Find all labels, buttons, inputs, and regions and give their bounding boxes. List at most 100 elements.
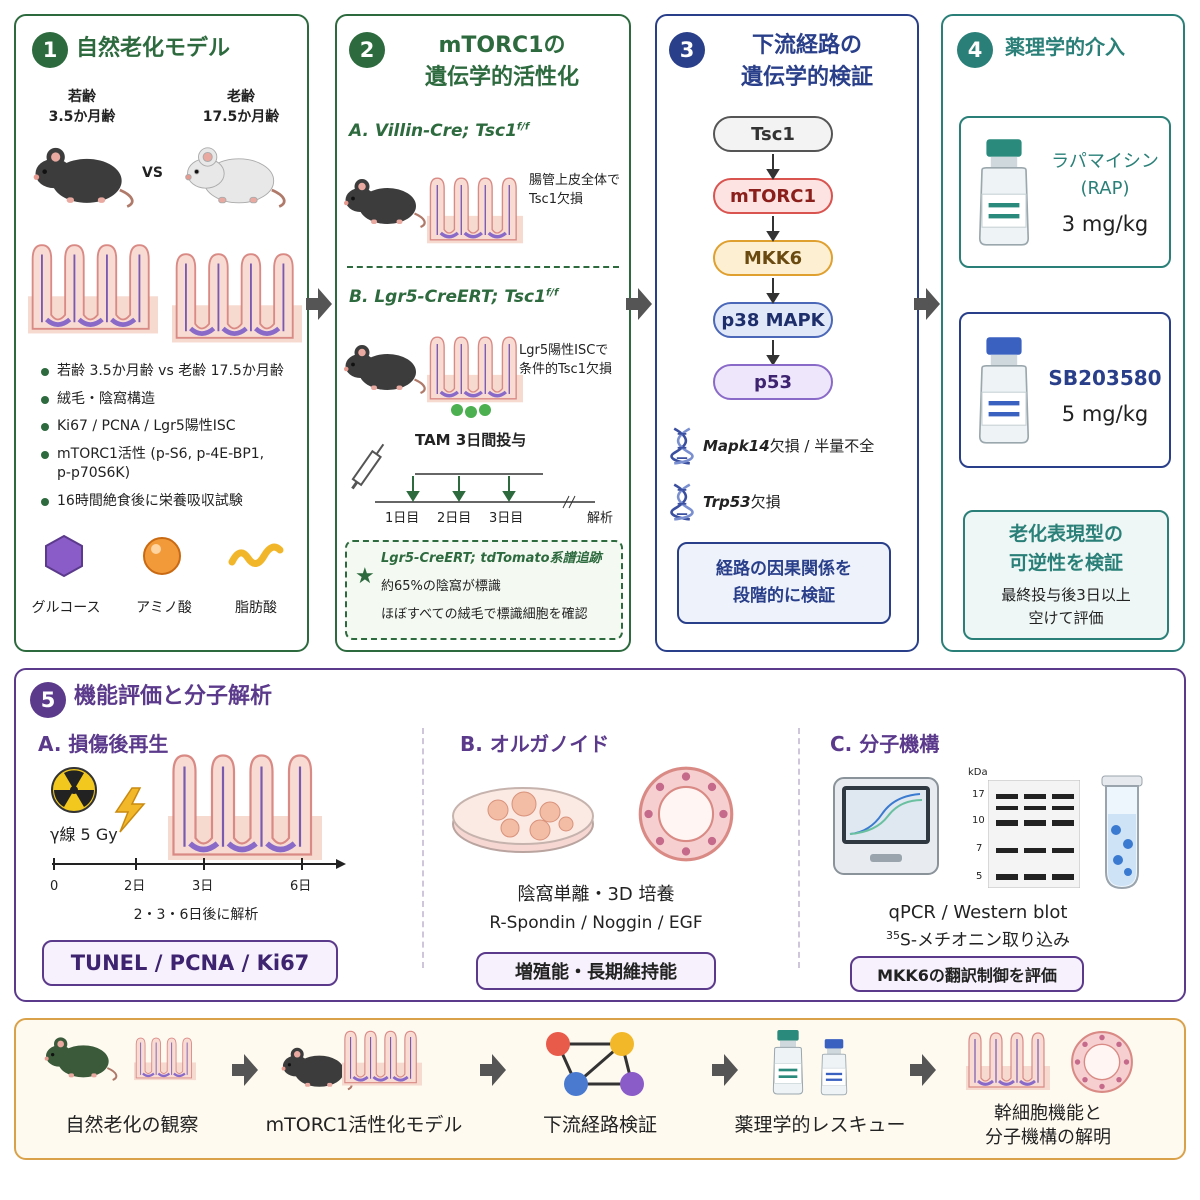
gamma-dose: γ線 5 Gy <box>50 825 118 844</box>
organoid-factors: R-Spondin / Noggin / EGF <box>489 913 703 933</box>
mouse-icon <box>341 334 431 398</box>
flow-arrow-icon <box>910 1054 936 1086</box>
time-axis <box>52 858 346 870</box>
day-label: 3日目 <box>489 511 524 526</box>
flow-arrow-icon <box>232 1054 258 1086</box>
network-icon <box>546 1032 644 1096</box>
list-item: mTORC1活性 (p-S6, p-4E-BP1, p-p70S6K) <box>41 445 284 484</box>
drug-name: SB203580 <box>1048 366 1162 390</box>
model-a-label: A. <box>349 121 369 141</box>
step-number-5: 5 <box>30 682 66 718</box>
assay-list: 若齢 3.5か月齢 vs 老齢 17.5か月齢 絨毛・陰窩構造 Ki67 / P… <box>41 362 284 520</box>
workflow-summary: 自然老化の観察 mTORC1活性化モデル 下流経路検証 薬理学的レスキュー 幹細… <box>14 1018 1186 1160</box>
glucose-icon <box>45 534 83 578</box>
test-tube-icon <box>1101 775 1143 890</box>
day-label: 2日目 <box>437 511 472 526</box>
genetic-test-2: Trp53欠損 <box>703 493 781 511</box>
vs-label: VS <box>142 165 163 181</box>
model-a-superscript: f/f <box>516 121 530 133</box>
western-blot-icon <box>988 780 1080 888</box>
villi-green-illustration <box>427 318 523 418</box>
flow-arrow-icon <box>712 1054 738 1086</box>
lineage-line: 約65%の陰窩が標識 <box>381 579 501 594</box>
panel-downstream-pathway: 3 下流経路の 遺伝学的検証 Tsc1 mTORC1 MKK6 p38 MAPK… <box>655 14 919 652</box>
model-a-description: 腸管上皮全体で Tsc1欠損 <box>529 173 621 207</box>
pathway-summary-box: 経路の因果関係を 段階的に検証 <box>677 542 891 624</box>
tam-label: TAM 3日間投与 <box>415 431 527 449</box>
section-b-title: B. オルガノイド <box>460 732 610 756</box>
old-villi-illustration <box>172 246 302 346</box>
flow-arrow-icon <box>626 288 652 320</box>
workflow-step: 下流経路検証 <box>542 1114 657 1136</box>
list-item: 16時間絶食後に栄養吸収試験 <box>41 492 284 512</box>
panel-pharmacological: 4 薬理学的介入 ラパマイシン (RAP) 3 mg/kg SB203580 5… <box>941 14 1185 652</box>
step-number-1: 1 <box>32 32 68 68</box>
mw-marker: 7 <box>976 843 983 854</box>
nutrient-label: アミノ酸 <box>136 600 192 616</box>
star-icon: ★ <box>355 564 375 589</box>
dna-icon <box>669 482 695 522</box>
reversibility-box: 老化表現型の 可逆性を検証 最終投与後3日以上 空けて評価 <box>963 510 1169 640</box>
time-tick: 0 <box>50 879 59 894</box>
divider <box>798 728 800 968</box>
step-number-3: 3 <box>669 32 705 68</box>
panel-title: mTORC1の 遺伝学的活性化 <box>424 33 579 90</box>
nutrient-label: 脂肪酸 <box>235 600 277 616</box>
workflow-step: 幹細胞機能と 分子機構の解明 <box>985 1103 1111 1149</box>
organoid-result-box: 増殖能・長期維持能 <box>476 952 716 990</box>
model-b-genotype: Lgr5-CreERT; Tsc1 <box>374 287 546 307</box>
organoid-icon <box>634 762 738 866</box>
flow-arrow-icon <box>914 288 940 320</box>
panel-title: 下流経路の 遺伝学的検証 <box>740 33 873 90</box>
fatty-acid-icon <box>228 543 284 567</box>
lineage-line: ほぼすべての絨毛で標識細胞を確認 <box>381 607 588 622</box>
young-mouse-icon <box>30 136 140 211</box>
mw-marker: 17 <box>972 789 985 800</box>
analysis-label: 解析 <box>587 511 614 526</box>
list-item: 絨毛・陰窩構造 <box>41 390 284 410</box>
reversibility-title: 老化表現型の 可逆性を検証 <box>1008 523 1123 575</box>
vial-icon <box>971 332 1037 448</box>
nutrient-label: グルコース <box>31 600 101 616</box>
mouse-icon <box>42 1028 122 1084</box>
model-a-heading: A. Villin-Cre; Tsc1f/f <box>349 120 529 144</box>
model-a-genotype: Villin-Cre; Tsc1 <box>374 121 517 141</box>
villi-blue-illustration <box>427 154 523 264</box>
model-b-heading: B. Lgr5-CreERT; Tsc1f/f <box>349 286 558 310</box>
organoid-icon <box>1068 1028 1136 1096</box>
sb203580-card: SB203580 5 mg/kg <box>959 312 1171 468</box>
lightning-icon <box>114 787 146 833</box>
vial-icon <box>971 134 1037 250</box>
section-a-title: A. 損傷後再生 <box>38 732 169 756</box>
time-tick: 2日 <box>124 879 146 894</box>
drug-name: ラパマイシン (RAP) <box>1051 151 1159 199</box>
node-mtorc1: mTORC1 <box>713 178 833 214</box>
marker-box: TUNEL / PCNA / Ki67 <box>42 940 338 986</box>
reversibility-desc: 最終投与後3日以上 空けて評価 <box>1001 586 1131 628</box>
step-number-4: 4 <box>957 32 993 68</box>
tam-timeline <box>351 443 595 509</box>
list-item: 若齢 3.5か月齢 vs 老齢 17.5か月齢 <box>41 362 284 382</box>
panel-mtorc1-activation: 2 mTORC1の 遺伝学的活性化 A. Villin-Cre; Tsc1f/f… <box>335 14 631 652</box>
model-b-label: B. <box>349 287 369 307</box>
qpcr-machine-icon <box>833 777 939 875</box>
divider <box>422 728 424 968</box>
divider <box>347 266 619 268</box>
damaged-villi-illustration <box>162 750 328 860</box>
time-tick: 6日 <box>290 879 312 894</box>
panel-title: 機能評価と分子解析 <box>74 684 273 709</box>
panel-title: 薬理学的介入 <box>1005 35 1125 59</box>
drug-dose: 3 mg/kg <box>1061 212 1149 236</box>
villi-icon <box>134 1028 196 1088</box>
model-b-description: Lgr5陽性ISCで 条件的Tsc1欠損 <box>519 343 612 377</box>
rapamycin-card: ラパマイシン (RAP) 3 mg/kg <box>959 116 1171 268</box>
time-tick: 3日 <box>192 879 214 894</box>
molecular-method: qPCR / Western blot <box>888 902 1068 923</box>
drug-dose: 5 mg/kg <box>1061 402 1149 426</box>
lineage-tracing-box: ★ Lgr5-CreERT; tdTomato系譜追跡 約65%の陰窩が標識 ほ… <box>345 540 623 640</box>
organoid-method: 陰窩単離・3D 培養 <box>517 884 675 905</box>
lineage-title: Lgr5-CreERT; tdTomato系譜追跡 <box>381 551 602 566</box>
old-mouse-icon <box>182 136 292 211</box>
mw-marker: 5 <box>976 871 983 882</box>
pathway-arrows <box>766 154 780 364</box>
